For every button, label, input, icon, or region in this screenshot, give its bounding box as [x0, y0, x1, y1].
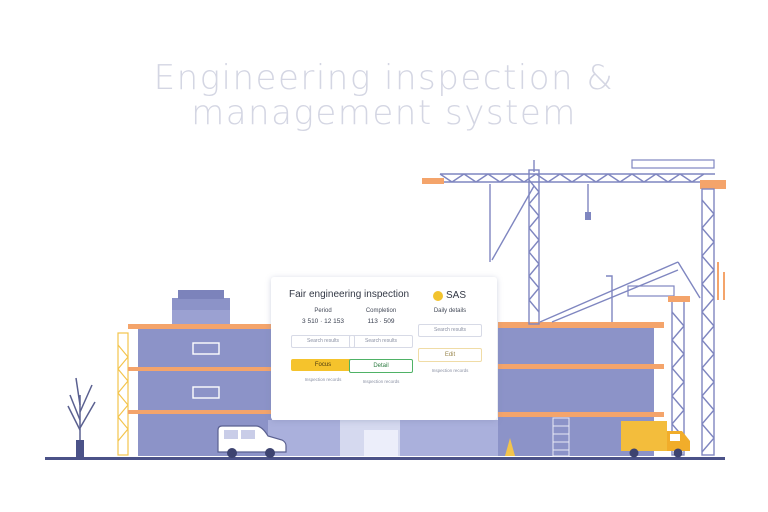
small-crane-jib-end	[668, 296, 690, 302]
ground-line	[45, 457, 725, 460]
focus-button[interactable]: Focus	[291, 359, 355, 371]
column-completion: Completion 113 · 509 Search results Deta…	[349, 308, 413, 384]
antenna	[717, 262, 725, 300]
crane-hook	[585, 212, 591, 220]
right-building	[498, 322, 664, 457]
panel-heading: Fair engineering inspection	[289, 289, 410, 300]
small-crane-cab	[627, 285, 675, 297]
column-header: Daily details	[433, 308, 467, 314]
column-header: Period	[314, 308, 332, 314]
van-icon	[217, 425, 287, 458]
left-scaffold	[117, 332, 129, 456]
column-header: Completion	[365, 308, 397, 314]
inspection-panel: Fair engineering inspection SAS Period 3…	[271, 277, 497, 420]
truck-icon	[621, 421, 690, 458]
column-note: Inspection records	[362, 379, 400, 384]
edit-button[interactable]: Edit	[418, 348, 482, 362]
tree-base	[76, 440, 84, 457]
tower-crane-right	[701, 188, 715, 456]
column-note: Inspection records	[304, 377, 342, 382]
column-period: Period 3 510 · 12 153 Search results Foc…	[291, 308, 355, 382]
logo-text: SAS	[446, 290, 467, 301]
center-building	[268, 420, 500, 456]
tower-crane-large	[422, 160, 715, 325]
coin-icon	[433, 290, 443, 301]
detail-button[interactable]: Detail	[349, 359, 413, 373]
crane-jib-tip	[422, 178, 444, 184]
traffic-cone-icon	[505, 438, 515, 456]
crane-cab	[631, 159, 715, 169]
column-value: 113 · 509	[367, 318, 395, 325]
column-daily-details: Daily details Search results Edit Inspec…	[418, 308, 482, 373]
page-title-line-1: Engineering inspection &	[153, 58, 615, 98]
search-field[interactable]: Search results	[291, 335, 355, 348]
page-title-line-2: management system	[191, 93, 577, 133]
search-field[interactable]: Search results	[349, 335, 413, 348]
crane-counterweight	[700, 180, 726, 189]
search-field[interactable]: Search results	[418, 324, 482, 337]
panel-logo: SAS	[433, 290, 466, 301]
column-note: Inspection records	[431, 368, 469, 373]
column-value: 3 510 · 12 153	[302, 318, 344, 325]
